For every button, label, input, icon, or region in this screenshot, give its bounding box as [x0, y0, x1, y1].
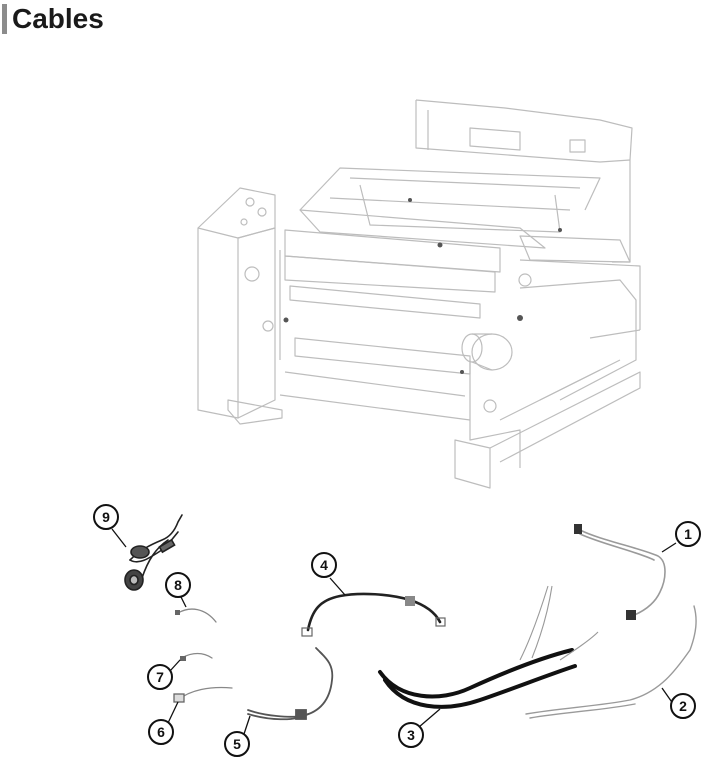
callout-1-label: 1	[684, 526, 692, 542]
callout-9: 9	[93, 504, 119, 530]
cable-2	[525, 605, 697, 719]
callout-2: 2	[670, 693, 696, 719]
callout-3-label: 3	[407, 727, 415, 743]
callout-5-label: 5	[233, 736, 241, 752]
cable-1	[574, 524, 666, 620]
callout-5: 5	[224, 731, 250, 757]
cable-4	[301, 592, 446, 637]
cable-7	[179, 652, 213, 661]
printer-frame-illustration	[197, 99, 641, 489]
callout-1: 1	[675, 521, 701, 547]
frame-detail-accents	[283, 198, 562, 374]
cable-5	[247, 647, 334, 721]
callout-6-label: 6	[157, 724, 165, 740]
cable-9	[124, 514, 183, 591]
page-title: Cables	[12, 3, 104, 34]
callout-8-label: 8	[174, 577, 182, 593]
callout-4: 4	[311, 552, 337, 578]
callout-4-label: 4	[320, 557, 328, 573]
callout-9-label: 9	[102, 509, 110, 525]
callout-8: 8	[165, 572, 191, 598]
heading-accent-bar	[2, 4, 7, 34]
cable-3	[378, 648, 577, 709]
callout-2-label: 2	[679, 698, 687, 714]
cable-8	[175, 608, 217, 623]
cable-3-leads	[519, 585, 599, 661]
callout-3: 3	[398, 722, 424, 748]
callout-7-label: 7	[156, 669, 164, 685]
page-heading: Cables	[2, 2, 104, 36]
cable-6	[173, 686, 233, 703]
callout-7: 7	[147, 664, 173, 690]
callout-6: 6	[148, 719, 174, 745]
